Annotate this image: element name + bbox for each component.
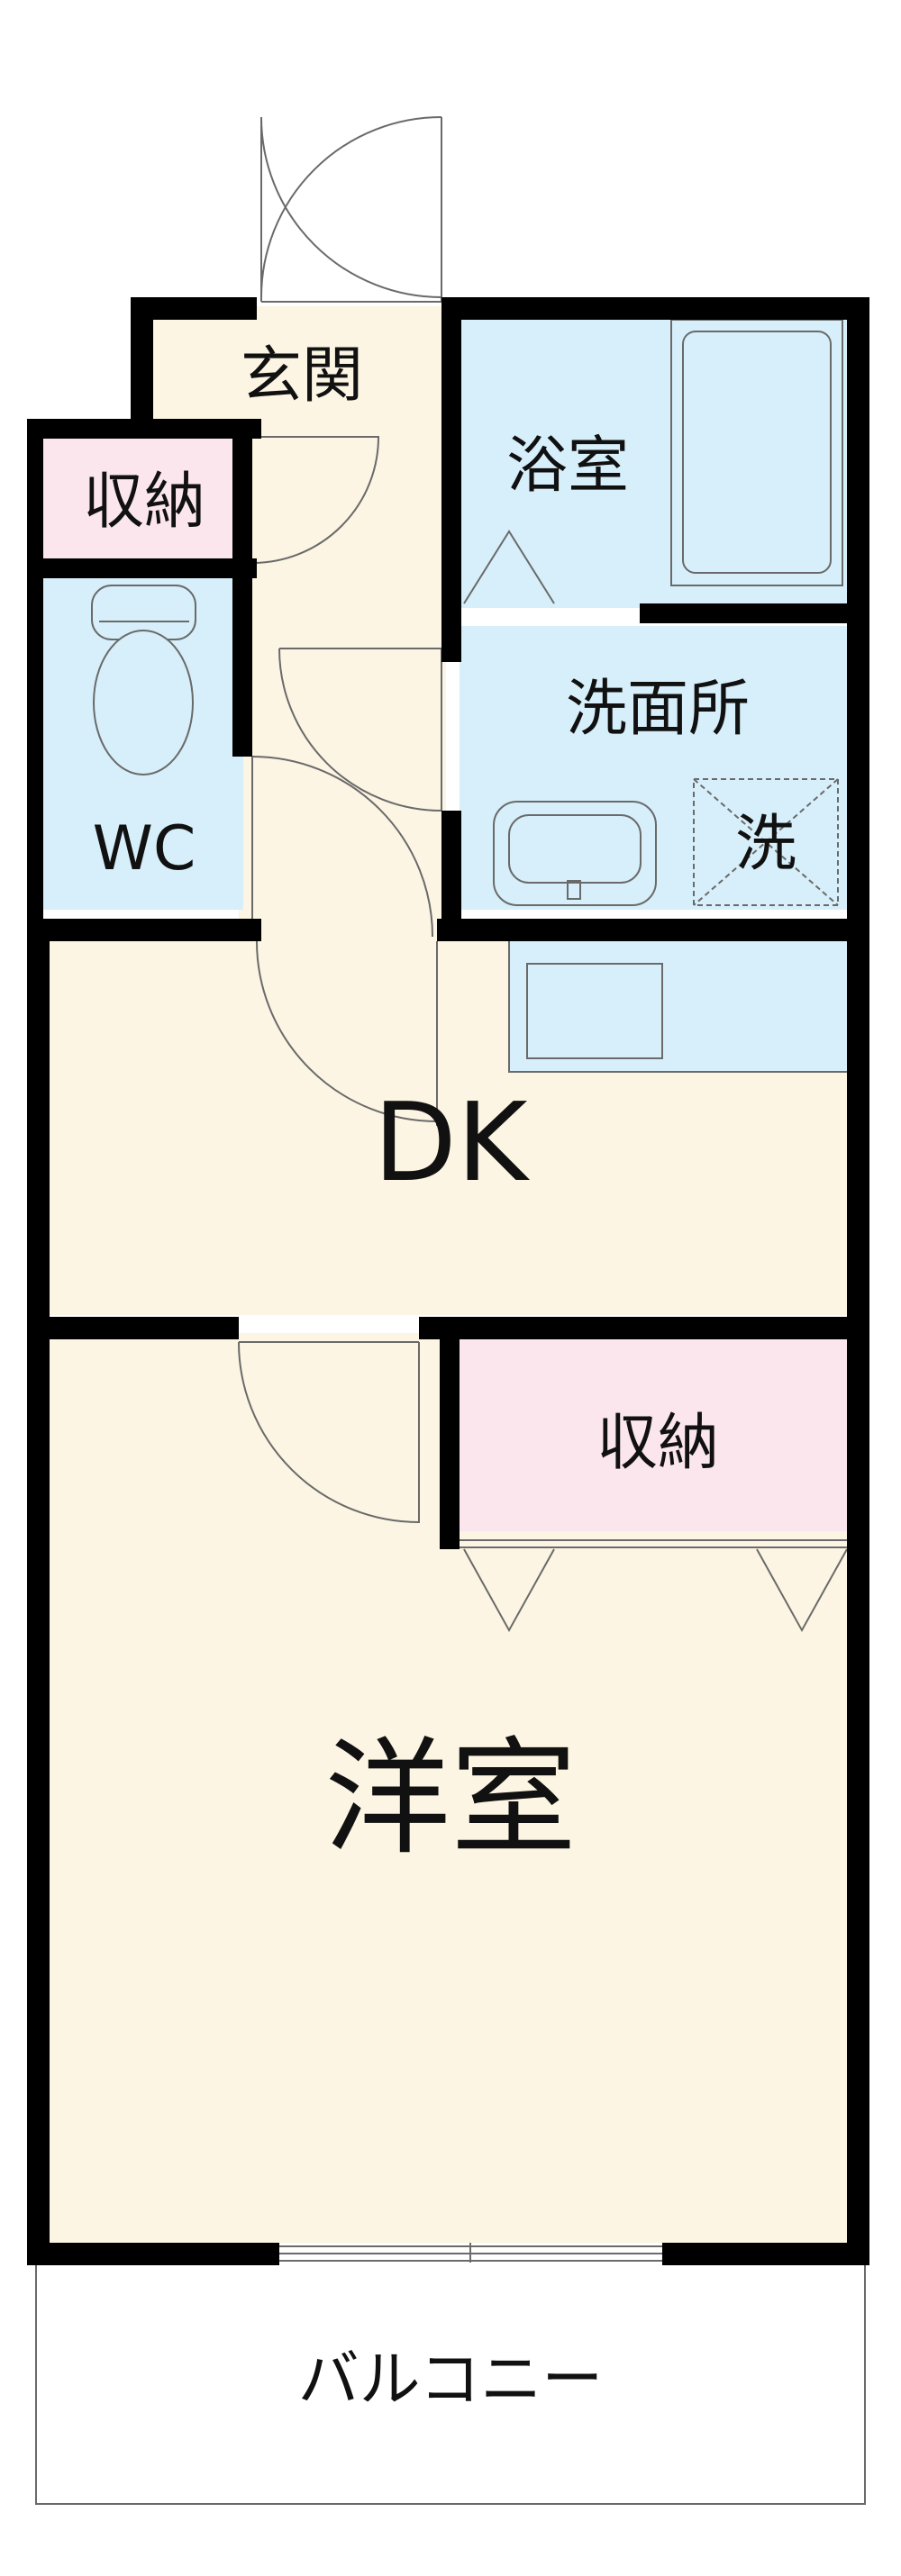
- storage-large-floor: [460, 1333, 856, 1531]
- label-bathroom: 浴室: [506, 431, 629, 502]
- sink-outline: [526, 963, 663, 1059]
- label-washer: 洗: [735, 809, 796, 880]
- hall-door-arc: [256, 940, 438, 1123]
- wall-dk-top-right: [437, 919, 869, 941]
- wc-door-arc: [251, 756, 433, 938]
- closet-door-right: [756, 1548, 848, 1633]
- basin-inner: [508, 814, 642, 884]
- basin: [493, 801, 657, 906]
- storage-small-floor: [41, 428, 243, 558]
- storage-door-arc: [251, 436, 380, 564]
- label-western-room: 洋室: [324, 1726, 577, 1873]
- entrance-floor: [135, 306, 446, 419]
- label-wc: WC: [93, 813, 196, 884]
- wall-storage-bottom: [27, 558, 257, 578]
- wall-wc-right: [232, 576, 252, 757]
- wall-storage-top: [27, 419, 261, 439]
- kitchen-counter: [508, 927, 857, 1073]
- wall-closet-left: [440, 1333, 460, 1549]
- walls: [27, 297, 869, 2265]
- bathtub-inner: [682, 331, 832, 574]
- label-dk: DK: [373, 1081, 530, 1206]
- closet-door-left: [463, 1548, 555, 1633]
- label-balcony: バルコニー: [298, 2345, 604, 2416]
- wall-dk-bottom-right: [419, 1317, 869, 1339]
- label-washroom: 洗面所: [566, 674, 750, 745]
- room-fills: [35, 306, 866, 2505]
- label-entrance: 玄関: [241, 340, 363, 412]
- label-storage-large: 収納: [596, 1408, 719, 1479]
- bathtub: [670, 319, 843, 586]
- wall-bottom-right: [662, 2243, 869, 2265]
- western-room-floor-lower: [41, 1531, 856, 2243]
- wall-bottom-left: [27, 2243, 279, 2265]
- wall-hall-right-lower: [441, 811, 461, 928]
- wall-right: [847, 297, 869, 2261]
- room-door-arc: [238, 1341, 420, 1524]
- wall-hall-right-upper: [441, 306, 461, 662]
- washer-diag-2: [693, 778, 839, 906]
- balcony-area: [35, 2260, 866, 2505]
- wall-dk-bottom-left: [27, 1317, 239, 1339]
- door-swings: [238, 116, 442, 1524]
- entry-door-arc: [260, 116, 442, 298]
- room-labels: 玄関 収納 WC 浴室 洗面所 洗 DK 収納 洋室 バルコニー: [83, 340, 796, 2416]
- bath-door-arc: [278, 648, 442, 812]
- washer-pan: [693, 778, 839, 906]
- bath-floor-triangle: [463, 530, 555, 604]
- wall-entry-left: [131, 297, 153, 428]
- label-storage-small: 収納: [83, 467, 205, 538]
- balcony-window: [279, 2243, 662, 2263]
- wall-wc-right-top: [232, 423, 252, 567]
- washer-diag-1: [693, 778, 839, 906]
- wall-left-upper: [27, 419, 43, 928]
- hallway-floor: [239, 414, 446, 932]
- wall-dk-top-left: [27, 919, 261, 941]
- faucet: [567, 880, 581, 900]
- wall-top-entry-right: [441, 297, 869, 320]
- fixtures: [91, 319, 856, 1633]
- toilet-bowl: [93, 630, 194, 776]
- wall-bath-bottom: [640, 603, 865, 623]
- entry-door-swing: [260, 116, 442, 302]
- wall-left-lower: [27, 919, 50, 2265]
